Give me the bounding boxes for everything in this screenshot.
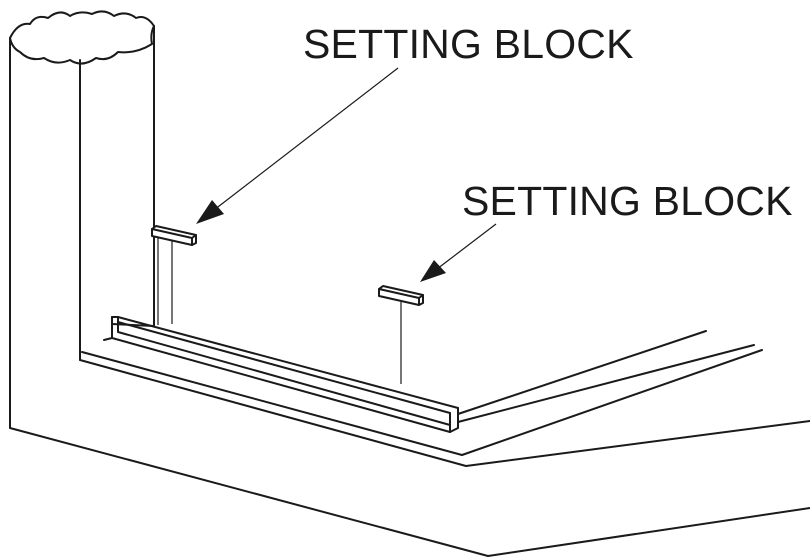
setting-block-label-1: SETTING BLOCK	[303, 21, 634, 67]
window-sill	[9, 323, 810, 557]
leader-arrow-1	[196, 67, 399, 224]
window-jamb	[9, 10, 155, 429]
leader-arrow-2	[420, 223, 497, 282]
setting-block-label-2: SETTING BLOCK	[462, 178, 793, 224]
setting-block-right	[378, 285, 424, 384]
glazing-channel	[103, 316, 459, 433]
setting-block-left	[151, 225, 197, 325]
